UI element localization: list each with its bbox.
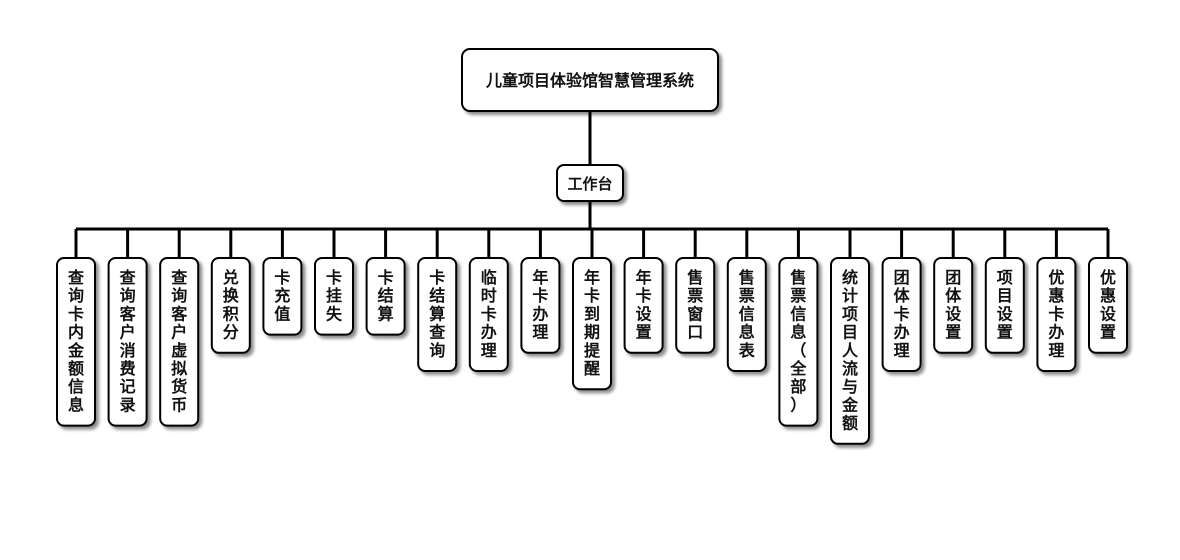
function-node-label: 售票信息表 — [738, 268, 756, 360]
function-nodes: 查询卡内金额信息 查询客户消费记录 查询客户虚拟货币 兑换积分 卡充值 卡挂失 卡结算 卡结算… — [56, 257, 1128, 445]
function-node: 售票窗口 — [675, 257, 716, 354]
function-node: 卡结算查询 — [417, 257, 458, 372]
function-node-label: 团体设置 — [945, 268, 962, 342]
function-node-box — [572, 257, 612, 391]
function-node-box — [262, 257, 303, 336]
function-node-box — [675, 257, 716, 354]
function-node: 团体卡办理 — [881, 257, 922, 372]
hub-node-box — [556, 164, 624, 202]
function-node: 卡结算 — [365, 257, 406, 336]
function-node-label: 临时卡办理 — [481, 268, 497, 360]
function-node: 优惠设置 — [1088, 257, 1128, 354]
connector-lines — [74, 111, 1110, 258]
root-node-label: 儿童项目体验馆智慧管理系统 — [485, 71, 694, 90]
function-node: 临时卡办理 — [468, 257, 509, 372]
function-node-box — [933, 257, 974, 354]
function-node-label: 查询客户消费记录 — [120, 268, 137, 414]
function-node-label: 查询卡内金额信息 — [67, 268, 85, 414]
function-node-label: 统计项目人流与金额 — [841, 268, 859, 433]
function-node: 统计项目人流与金额 — [830, 257, 870, 445]
function-node-label: 售票窗口 — [687, 268, 703, 342]
function-node-box — [984, 257, 1025, 354]
function-node-box — [159, 257, 200, 427]
function-node-box — [1036, 257, 1077, 372]
function-node-box — [881, 257, 922, 372]
function-node-label: 团体卡办理 — [894, 268, 911, 360]
function-node-box — [778, 257, 819, 427]
function-node-label: 年卡设置 — [636, 268, 653, 342]
function-node-label: 项目设置 — [997, 268, 1014, 342]
function-node: 兑换积分 — [210, 257, 251, 354]
function-node-label: 优惠设置 — [1100, 268, 1117, 342]
function-node-label: 兑换积分 — [223, 268, 240, 342]
function-node-box — [56, 257, 96, 427]
function-node: 卡充值 — [262, 257, 303, 336]
function-node-label: 年卡到期提醒 — [584, 268, 601, 378]
function-node: 卡挂失 — [314, 257, 354, 336]
function-node-box — [520, 257, 561, 354]
function-node-box — [365, 257, 406, 336]
function-node: 售票信息（全部） — [778, 257, 819, 427]
function-node-box — [210, 257, 251, 354]
function-node: 优惠卡办理 — [1036, 257, 1077, 372]
function-node-label: 卡结算 — [377, 268, 394, 323]
function-node-label: 卡挂失 — [326, 268, 343, 323]
function-node-box — [726, 257, 767, 372]
hub-node-label: 工作台 — [567, 175, 612, 193]
function-node: 查询客户消费记录 — [107, 257, 148, 427]
function-node-label: 卡充值 — [274, 268, 290, 323]
root-node-box — [461, 48, 719, 112]
function-node: 年卡到期提醒 — [572, 257, 612, 391]
function-node: 年卡设置 — [623, 257, 664, 354]
function-node: 查询卡内金额信息 — [56, 257, 96, 427]
function-node-label: 卡结算查询 — [428, 268, 445, 360]
function-node: 项目设置 — [984, 257, 1025, 354]
function-node-label: 查询客户虚拟货币 — [171, 268, 188, 414]
function-node-label: 售票信息（全部） — [789, 268, 807, 414]
function-node-box — [314, 257, 354, 336]
function-node: 年卡办理 — [520, 257, 561, 354]
function-node-box — [623, 257, 664, 354]
function-node-label: 年卡办理 — [532, 268, 548, 342]
function-node: 查询客户虚拟货币 — [159, 257, 200, 427]
function-node-box — [468, 257, 509, 372]
function-node-box — [417, 257, 458, 372]
function-node: 售票信息表 — [726, 257, 767, 372]
function-node-box — [107, 257, 148, 427]
function-node-box — [1088, 257, 1128, 354]
root-node: 儿童项目体验馆智慧管理系统 — [461, 48, 719, 112]
function-node: 团体设置 — [933, 257, 974, 354]
function-node-box — [830, 257, 870, 445]
hub-node: 工作台 — [556, 164, 624, 202]
function-node-label: 优惠卡办理 — [1048, 268, 1064, 360]
